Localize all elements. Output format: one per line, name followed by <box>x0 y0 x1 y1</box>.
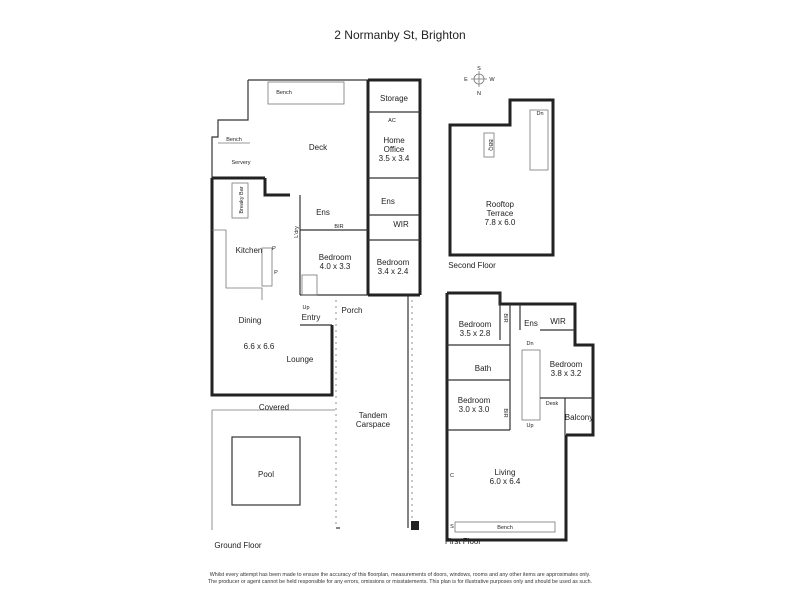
room-label: Home <box>383 136 405 145</box>
room-label: S <box>477 66 481 72</box>
room-label: Porch <box>342 306 363 315</box>
room-label: 3.5 x 2.8 <box>460 329 491 338</box>
room-label: 4.0 x 3.3 <box>320 262 351 271</box>
room-label: C <box>450 473 454 479</box>
first-floor-label: First Floor <box>445 537 481 546</box>
room-label: P <box>272 246 276 252</box>
room-label: BBQ <box>487 139 493 151</box>
room-label: BIR <box>502 408 508 417</box>
room-label: 7.8 x 6.0 <box>485 218 516 227</box>
room-label: Bedroom <box>319 253 352 262</box>
room-label: Ens <box>524 319 538 328</box>
disclaimer: Whilst every attempt has been made to en… <box>0 572 800 586</box>
room-label: P <box>274 270 278 276</box>
room-label: Bedroom <box>377 258 410 267</box>
room-label: BIR <box>334 224 343 230</box>
room-label: Bedroom <box>459 320 492 329</box>
room-label: Living <box>495 468 516 477</box>
room-label: Dining <box>239 316 262 325</box>
room-label: L'dry <box>294 226 300 238</box>
room-label: Terrace <box>487 209 514 218</box>
room-label: WIR <box>393 220 409 229</box>
room-label: Dn <box>536 111 543 117</box>
room-label: Entry <box>302 313 321 322</box>
room-label: Bench <box>497 525 513 531</box>
room-label: Desk <box>546 401 559 407</box>
room-label: N <box>477 91 481 97</box>
room-label: Bedroom <box>550 360 583 369</box>
room-label: 3.0 x 3.0 <box>459 405 490 414</box>
room-label: AC <box>388 118 396 124</box>
room-label: Carspace <box>356 420 391 429</box>
room-label: 3.8 x 3.2 <box>551 369 582 378</box>
compass-icon: S E W N <box>464 66 495 97</box>
ground-floor-label: Ground Floor <box>214 541 261 550</box>
room-label: Covered <box>259 403 289 412</box>
room-label: Up <box>526 423 533 429</box>
ground-floor-plan: Bench Bench Servery Deck Storage AC Home… <box>210 78 422 550</box>
room-label: BIR <box>502 313 508 322</box>
room-label: Bedroom <box>458 396 491 405</box>
room-label: Kitchen <box>236 246 263 255</box>
room-label: Up <box>302 305 309 311</box>
room-label: Bath <box>475 364 491 373</box>
room-label: E <box>464 77 468 83</box>
room-label: Deck <box>309 143 328 152</box>
room-label: Breaky Bar <box>239 186 245 213</box>
room-label: Balcony <box>565 413 593 422</box>
room-label: Pool <box>258 470 274 479</box>
room-label: 3.5 x 3.4 <box>379 154 410 163</box>
room-label: Dn <box>526 341 533 347</box>
page-title: 2 Normanby St, Brighton <box>334 28 466 42</box>
room-label: 6.0 x 6.4 <box>490 477 521 486</box>
room-label: Servery <box>232 160 251 166</box>
room-label: S <box>450 524 454 530</box>
room-label: Bench <box>226 137 242 143</box>
disclaimer-line: Whilst every attempt has been made to en… <box>209 572 591 578</box>
room-label: Rooftop <box>486 200 515 209</box>
room-label: Storage <box>380 94 409 103</box>
second-floor-label: Second Floor <box>448 261 496 270</box>
room-label: Office <box>384 145 405 154</box>
room-label: WIR <box>550 317 566 326</box>
first-floor-plan: Bedroom 3.5 x 2.8 BIR Ens WIR Dn Bath Be… <box>445 291 595 546</box>
room-label: 6.6 x 6.6 <box>244 342 275 351</box>
room-label: Ens <box>316 208 330 217</box>
room-label: W <box>489 77 495 83</box>
room-label: Ens <box>381 197 395 206</box>
room-label: Lounge <box>287 355 314 364</box>
room-label: Tandem <box>359 411 388 420</box>
disclaimer-line: The producer or agent cannot be held res… <box>207 579 593 585</box>
room-label: Bench <box>276 90 292 96</box>
room-label: 3.4 x 2.4 <box>378 267 409 276</box>
second-floor-plan: Dn BBQ Rooftop Terrace 7.8 x 6.0 Second … <box>448 98 555 270</box>
